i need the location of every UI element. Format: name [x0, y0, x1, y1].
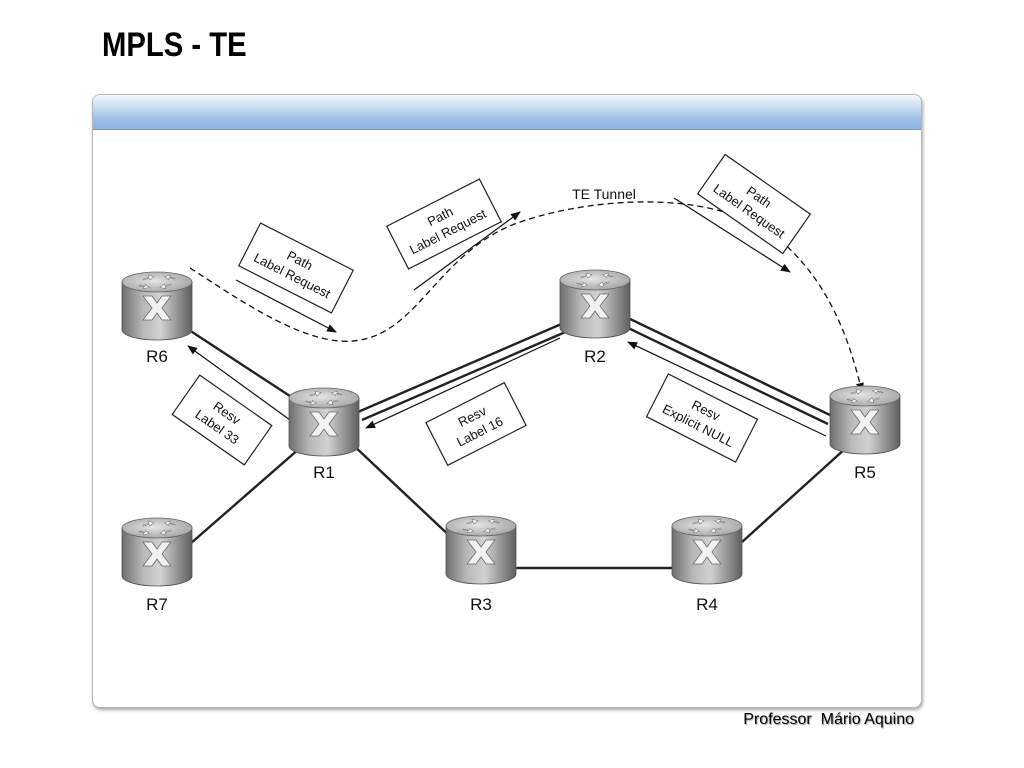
resv-message-3: Resv Explicit NULL [645, 373, 759, 463]
resv-arrow-r1-r6 [187, 345, 291, 421]
router-icon [121, 517, 193, 587]
path-arrow-3 [673, 197, 791, 273]
resv-arrow-r5-r2 [627, 341, 827, 437]
link-r1-r3 [351, 443, 455, 541]
links [185, 316, 847, 570]
link-r1-r2-b [361, 328, 571, 422]
footer-credit: Professor Mário Aquino [743, 711, 914, 728]
router-r2: R2 [559, 269, 631, 366]
router-label: R4 [696, 595, 718, 614]
router-r7: R7 [121, 517, 193, 614]
router-icon [671, 515, 743, 585]
link-r7-r1 [189, 447, 301, 545]
path-arrow-1 [235, 279, 337, 333]
router-label: R2 [584, 347, 606, 366]
router-r5: R5 [829, 385, 901, 482]
path-message-1: Path Label Request [237, 222, 355, 314]
slide-title: MPLS - TE [102, 26, 247, 64]
resv-arrows [187, 337, 827, 437]
frame-header-bar [93, 95, 921, 130]
link-r6-r1 [185, 326, 297, 402]
router-label: R3 [470, 595, 492, 614]
te-tunnel-path [189, 201, 864, 393]
router-icon [829, 385, 901, 455]
path-arrow-2 [413, 211, 521, 291]
router-r4: R4 [671, 515, 743, 614]
router-r3: R3 [445, 515, 517, 614]
router-label: R5 [854, 463, 876, 482]
router-label: R6 [146, 347, 168, 366]
router-label: R7 [146, 595, 168, 614]
router-icon [559, 269, 631, 339]
path-message-3: Path Label Request [696, 153, 812, 255]
link-r4-r5 [741, 447, 847, 543]
path-message-2: Path Label Request [385, 178, 503, 270]
router-icon [445, 515, 517, 585]
resv-message-2: Resv Label 16 [425, 381, 527, 467]
resv-message-1: Resv Label 33 [171, 374, 273, 466]
router-icon [288, 387, 360, 457]
link-r1-r2-a [357, 320, 567, 414]
link-r2-r5-a [627, 316, 833, 418]
router-r1: R1 [288, 387, 360, 482]
te-tunnel-label: TE Tunnel [572, 186, 636, 202]
resv-arrow-r2-r1 [365, 337, 561, 429]
path-arrows [235, 197, 791, 333]
router-label: R1 [313, 463, 335, 482]
router-icon [121, 271, 193, 341]
link-r2-r5-b [623, 324, 829, 426]
router-r6: R6 [121, 271, 193, 366]
